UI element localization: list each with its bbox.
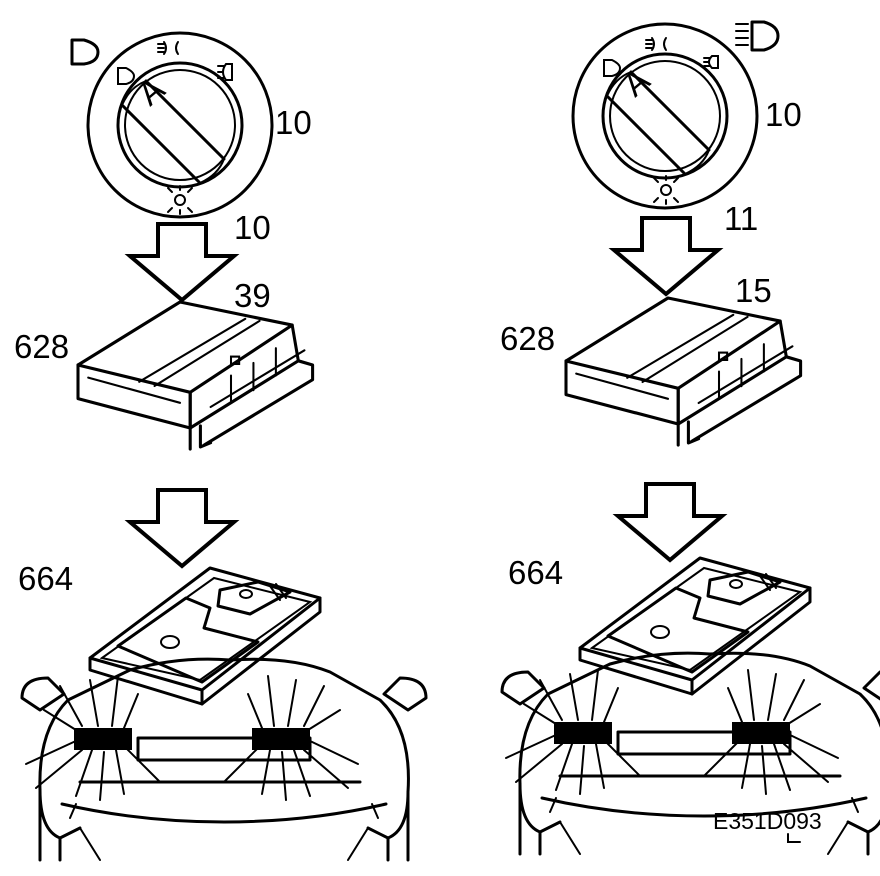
left-panel: A 10 10 39 628 664 — [14, 31, 428, 862]
right-module-output-label: 15 — [735, 272, 772, 309]
interior-light-icon — [167, 185, 193, 215]
left-headlamp-module — [88, 566, 322, 706]
left-output-label: 10 — [234, 209, 271, 246]
right-control-module — [564, 296, 803, 447]
left-arrow-2 — [128, 488, 236, 568]
right-switch-label: 10 — [765, 96, 802, 133]
right-panel: A 10 11 15 628 664 E351D093 — [500, 20, 880, 856]
left-headlamp-module-label: 664 — [18, 560, 73, 597]
right-light-switch: A — [571, 22, 759, 210]
left-module-label: 628 — [14, 328, 69, 365]
parking-light-icon — [70, 38, 100, 66]
left-arrow-1 — [128, 222, 236, 302]
switch-knob-mark: A — [616, 61, 657, 103]
high-beam-icon — [735, 20, 780, 52]
low-beam-icon — [117, 67, 136, 85]
figure-id: E351D093 — [713, 808, 822, 834]
switch-knob-mark: A — [131, 70, 172, 112]
right-module-label: 628 — [500, 320, 555, 357]
parking-light-icon — [603, 59, 622, 77]
rear-fog-light-icon — [703, 55, 719, 69]
fog-light-icon — [157, 41, 179, 55]
right-arrow-1 — [612, 216, 720, 296]
left-module-output-label: 39 — [234, 277, 271, 314]
right-output-label: 11 — [724, 200, 758, 237]
interior-light-icon — [653, 175, 679, 205]
right-arrow-2 — [616, 482, 724, 562]
left-switch-label: 10 — [275, 104, 312, 141]
left-car-front — [20, 657, 428, 862]
rear-fog-light-icon — [217, 63, 233, 81]
right-headlamp-module-label: 664 — [508, 554, 563, 591]
left-control-module — [76, 300, 315, 451]
fog-light-icon — [645, 37, 667, 51]
